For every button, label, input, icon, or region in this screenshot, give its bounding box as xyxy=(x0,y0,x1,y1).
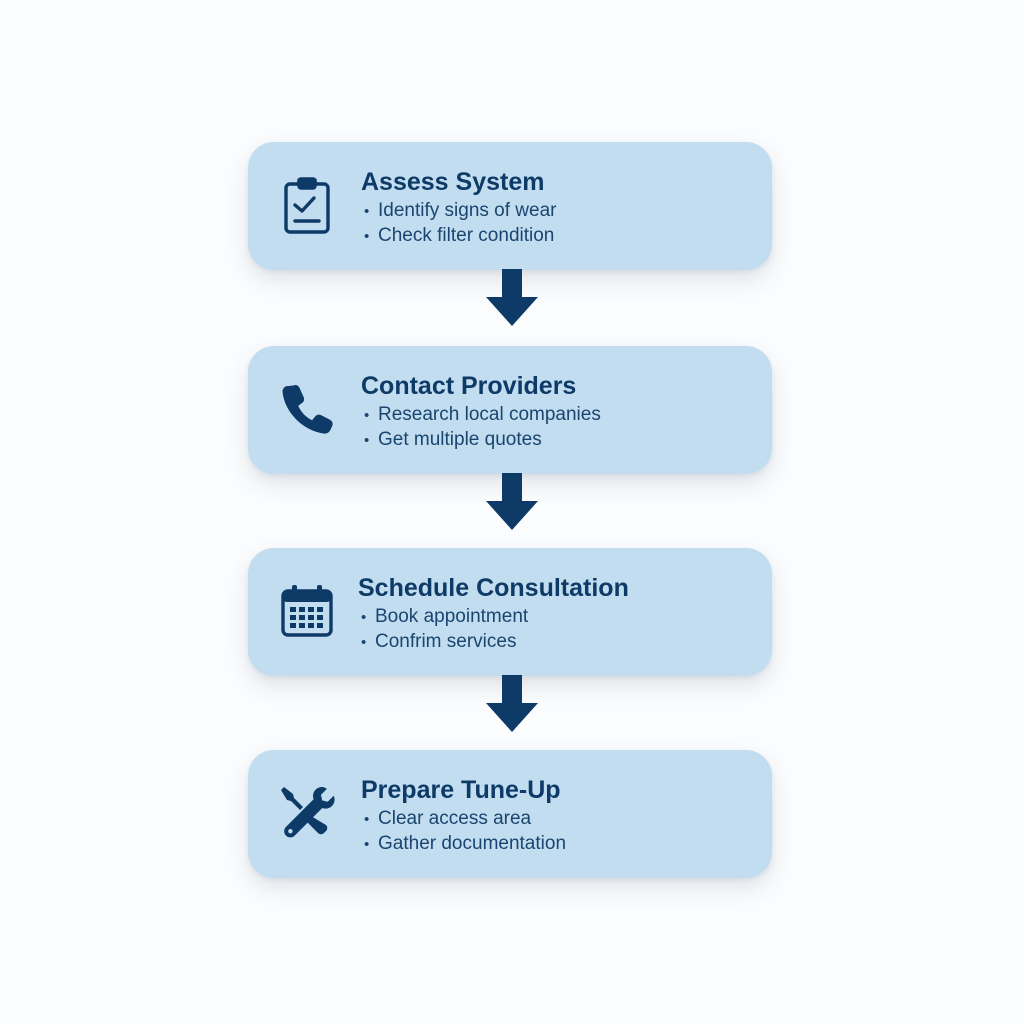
step-bullet: Research local companies xyxy=(361,403,752,428)
phone-icon xyxy=(278,380,336,438)
tools-icon xyxy=(278,784,336,842)
step-bullet: Get multiple quotes xyxy=(361,428,752,453)
step-bullet: Gather documentation xyxy=(361,832,752,857)
step-title: Assess System xyxy=(361,168,545,196)
step-bullet-list: Clear access area Gather documentation xyxy=(361,807,752,857)
step-card-assess-system: Assess System Identify signs of wear Che… xyxy=(248,142,772,270)
step-bullet: Clear access area xyxy=(361,807,752,832)
step-title: Schedule Consultation xyxy=(358,574,629,602)
down-arrow-icon xyxy=(484,675,540,733)
step-title: Contact Providers xyxy=(361,372,577,400)
step-card-contact-providers: Contact Providers Research local compani… xyxy=(248,346,772,474)
step-bullet: Confrim services xyxy=(358,630,752,655)
step-bullet: Book appointment xyxy=(358,605,752,630)
step-bullet-list: Research local companies Get multiple qu… xyxy=(361,403,752,453)
step-bullet-list: Identify signs of wear Check filter cond… xyxy=(361,199,752,249)
step-bullet: Identify signs of wear xyxy=(361,199,752,224)
step-card-prepare-tune-up: Prepare Tune-Up Clear access area Gather… xyxy=(248,750,772,878)
clipboard-check-icon xyxy=(278,176,336,234)
step-title: Prepare Tune-Up xyxy=(361,776,561,804)
calendar-icon xyxy=(278,582,336,640)
step-card-schedule-consultation: Schedule Consultation Book appointment C… xyxy=(248,548,772,676)
step-bullet-list: Book appointment Confrim services xyxy=(358,605,752,655)
down-arrow-icon xyxy=(484,269,540,327)
step-bullet: Check filter condition xyxy=(361,224,752,249)
down-arrow-icon xyxy=(484,473,540,531)
